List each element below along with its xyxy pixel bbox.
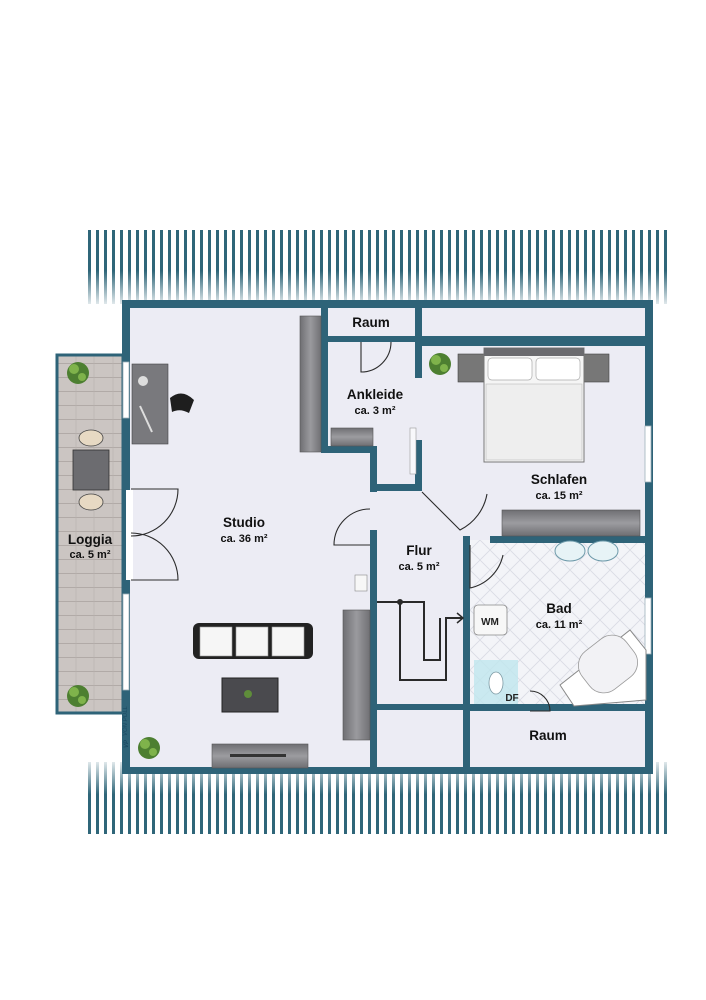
roof-window-label: DF: [505, 693, 518, 704]
washing-machine: WM: [473, 604, 508, 636]
room-schlafen-name: Schlafen: [531, 472, 587, 487]
windows: [122, 361, 652, 691]
room-bad-name: Bad: [546, 601, 572, 616]
room-studio-area: ca. 36 m²: [220, 533, 267, 545]
room-schlafen-area: ca. 15 m²: [535, 490, 582, 502]
room-raum-bottom-name: Raum: [529, 728, 567, 743]
tv-bench: [211, 743, 309, 769]
plant-icon: [67, 362, 89, 384]
wardrobe-studio: [299, 315, 322, 453]
radiator: [354, 574, 368, 592]
room-flur-name: Flur: [406, 543, 432, 558]
room-flur-area: ca. 5 m²: [399, 561, 440, 573]
room-bad-area: ca. 11 m²: [536, 619, 583, 631]
desk-chair: [170, 393, 194, 413]
room-raum-top-name: Raum: [352, 315, 390, 330]
brand-logo: VP VON POLL: [123, 706, 130, 748]
toilet: [488, 671, 504, 695]
room-loggia-name: Loggia: [68, 532, 113, 547]
bed: [483, 347, 585, 463]
double-sink: [554, 540, 619, 562]
sofa: [193, 623, 313, 659]
washing-machine-label: WM: [481, 617, 499, 628]
bathtub: [559, 629, 647, 707]
sideboard-studio: [342, 609, 371, 741]
doors: [126, 341, 551, 712]
room-ankleide-name: Ankleide: [347, 387, 404, 402]
roof-slope-top: [88, 230, 672, 304]
plant-icon: [429, 353, 451, 375]
coffee-table: [221, 677, 279, 713]
room-loggia-area: ca. 5 m²: [70, 549, 111, 561]
plant-icon: [67, 685, 89, 707]
staircase: [377, 599, 465, 681]
room-studio-name: Studio: [223, 515, 265, 530]
loggia-table: [72, 429, 110, 511]
nightstand-right: [582, 353, 610, 383]
dresser-schlafen: [501, 509, 641, 537]
wardrobe-ankleide: [330, 427, 374, 447]
room-ankleide-area: ca. 3 m²: [355, 405, 396, 417]
logo-mark: VP: [124, 739, 130, 748]
logo-text: VON POLL: [123, 706, 129, 736]
desk: [131, 363, 169, 445]
nightstand-left: [457, 353, 485, 383]
mirror-ankleide: [409, 427, 417, 475]
plant-icon: [138, 737, 160, 759]
